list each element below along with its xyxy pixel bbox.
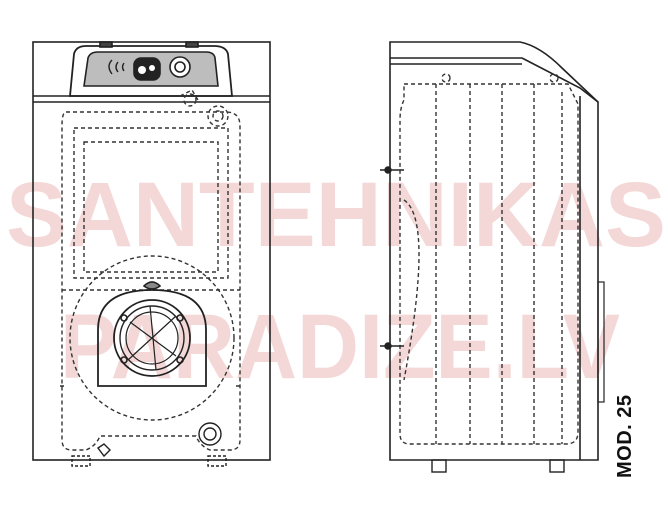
front-view	[32, 41, 271, 467]
front-bottom-fittings	[71, 422, 227, 467]
side-heat-exchanger-sections	[399, 73, 579, 445]
watermark-line-1: SANTEHNIKAS	[6, 164, 666, 266]
side-feet	[431, 459, 565, 473]
watermark-line-2: PARADIZE.LV	[60, 296, 620, 398]
front-cabinet	[32, 41, 271, 461]
side-connections	[380, 166, 404, 350]
burner-door	[69, 255, 235, 421]
watermark: SANTEHNIKAS PARADIZE.LV	[6, 164, 666, 398]
side-cabinet	[389, 41, 599, 461]
control-panel	[69, 41, 233, 97]
model-label: MOD. 25	[614, 394, 636, 478]
front-heat-exchanger	[60, 89, 242, 451]
side-view	[380, 41, 605, 473]
